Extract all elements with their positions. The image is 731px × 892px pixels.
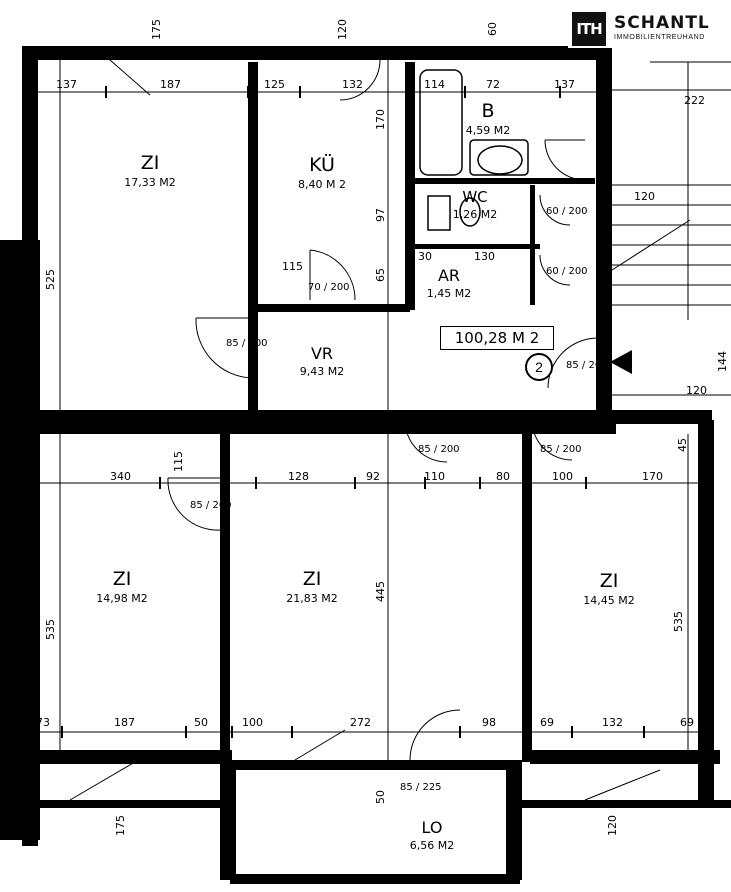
dim-label: 272 xyxy=(350,716,371,729)
room-name: ZI xyxy=(599,570,619,592)
dim-label: 115 xyxy=(282,260,303,273)
stairs xyxy=(611,61,731,320)
room-name: WC xyxy=(462,188,488,206)
dim-label: 170 xyxy=(642,470,663,483)
dim-label: 69 xyxy=(540,716,554,729)
room-area: 6,56 M2 xyxy=(409,839,455,852)
dim-label: 30 xyxy=(418,250,432,263)
dim-label: 92 xyxy=(366,470,380,483)
door-label: 70 / 200 xyxy=(308,282,350,293)
room-name: ZI xyxy=(140,152,160,174)
logo-mark: ITH xyxy=(572,12,606,46)
dim-label-vertical: 60 xyxy=(486,22,499,36)
room-name: KÜ xyxy=(309,154,335,176)
dim-label: 130 xyxy=(474,250,495,263)
room-name: AR xyxy=(437,266,461,285)
door-label: 85 / 200 xyxy=(540,444,582,455)
dim-label-vertical: 45 xyxy=(676,438,689,452)
dim-label-vertical: 175 xyxy=(150,19,163,40)
door-label: 60 / 200 xyxy=(546,206,588,217)
dim-label: 132 xyxy=(602,716,623,729)
dim-label: 100 xyxy=(552,470,573,483)
dim-label: 114 xyxy=(424,78,445,91)
dim-label: 100 xyxy=(242,716,263,729)
dim-label: 125 xyxy=(264,78,285,91)
door-swings xyxy=(69,59,661,801)
dim-label: 120 xyxy=(634,190,655,203)
dim-label-vertical: 50 xyxy=(374,790,387,804)
room-wc: WC 1,26 M2 xyxy=(440,188,510,221)
dim-label: 187 xyxy=(114,716,135,729)
room-area: 14,45 M2 xyxy=(583,594,635,607)
dim-label-vertical: 525 xyxy=(44,269,57,290)
room-area: 14,98 M2 xyxy=(96,592,148,605)
dim-label: 340 xyxy=(110,470,131,483)
dim-label: 98 xyxy=(482,716,496,729)
dim-label-vertical: 175 xyxy=(114,815,127,836)
room-area: 1,26 M2 xyxy=(452,208,498,221)
room-area: 1,45 M2 xyxy=(426,287,472,300)
room-zi-2: ZI 14,98 M2 xyxy=(72,568,172,605)
dim-label: 137 xyxy=(554,78,575,91)
dim-label-vertical: 65 xyxy=(374,268,387,282)
room-bath: B 4,59 M2 xyxy=(448,100,528,137)
dim-label: 80 xyxy=(496,470,510,483)
dim-label: 69 xyxy=(680,716,694,729)
door-label: 85 / 200 xyxy=(566,360,608,371)
dim-label-vertical: 445 xyxy=(374,581,387,602)
room-name: LO xyxy=(421,818,443,837)
dim-label: 137 xyxy=(56,78,77,91)
room-kitchen: KÜ 8,40 M 2 xyxy=(272,154,372,191)
room-name: B xyxy=(481,100,495,122)
dim-label-vertical: 535 xyxy=(44,619,57,640)
room-name: VR xyxy=(310,344,334,363)
room-area: 8,40 M 2 xyxy=(298,178,346,191)
dim-label: 72 xyxy=(486,78,500,91)
room-area: 9,43 M2 xyxy=(299,365,345,378)
room-area: 4,59 M2 xyxy=(465,124,511,137)
unit-marker: 2 xyxy=(525,353,553,381)
room-area: 21,83 M2 xyxy=(286,592,338,605)
dim-label: 132 xyxy=(342,78,363,91)
door-label: 85 / 200 xyxy=(190,500,232,511)
dimension-ticks xyxy=(61,86,645,738)
dim-label: 187 xyxy=(160,78,181,91)
dim-label: 110 xyxy=(424,470,445,483)
dim-label-vertical: 120 xyxy=(336,19,349,40)
room-zi-1: ZI 17,33 M2 xyxy=(100,152,200,189)
dim-label: 128 xyxy=(288,470,309,483)
door-label: 85 / 200 xyxy=(418,444,460,455)
dim-label-vertical: 170 xyxy=(374,109,387,130)
room-area: 17,33 M2 xyxy=(124,176,176,189)
room-zi-3: ZI 21,83 M2 xyxy=(262,568,362,605)
room-loggia: LO 6,56 M2 xyxy=(392,818,472,852)
entrance-arrow xyxy=(610,350,632,374)
total-area-box: 100,28 M 2 xyxy=(440,326,554,350)
dim-label-vertical: 120 xyxy=(606,815,619,836)
room-hallway: VR 9,43 M2 xyxy=(282,344,362,378)
door-label: 85 / 200 xyxy=(226,338,268,349)
dim-label-vertical: 97 xyxy=(374,208,387,222)
dimension-lines xyxy=(36,60,731,760)
dim-label: 50 xyxy=(194,716,208,729)
door-label: 85 / 225 xyxy=(400,782,442,793)
dim-label-vertical: 144 xyxy=(716,351,729,372)
dim-label: 120 xyxy=(686,384,707,397)
walls xyxy=(0,46,731,884)
bathroom-fixtures xyxy=(419,69,529,231)
dim-label-vertical: 535 xyxy=(672,611,685,632)
door-label: 60 / 200 xyxy=(546,266,588,277)
dim-label: 222 xyxy=(684,94,705,107)
logo-name: SCHANTL xyxy=(614,13,710,33)
company-logo: ITH SCHANTL IMMOBILIENTREUHAND xyxy=(568,10,728,48)
room-zi-4: ZI 14,45 M2 xyxy=(564,570,654,607)
logo-subtitle: IMMOBILIENTREUHAND xyxy=(614,34,705,41)
dim-label-vertical: 115 xyxy=(172,451,185,472)
room-name: ZI xyxy=(112,568,132,590)
room-name: ZI xyxy=(302,568,322,590)
dim-label: 73 xyxy=(36,716,50,729)
room-storage: AR 1,45 M2 xyxy=(414,266,484,300)
